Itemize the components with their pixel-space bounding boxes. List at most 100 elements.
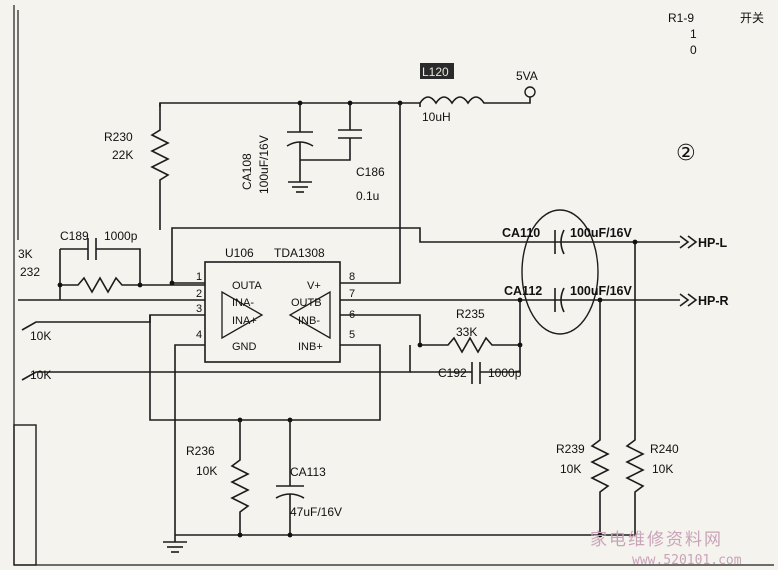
r236-label: R236 (186, 444, 215, 458)
r230-label: R230 (104, 130, 133, 144)
resistor-r240 (625, 242, 645, 535)
c192-value: 1000p (488, 366, 522, 380)
pin5-num: 5 (349, 329, 355, 341)
hpl-label: HP-L (698, 236, 728, 250)
node (237, 532, 243, 538)
top-right-1: 1 (690, 27, 697, 41)
node (417, 342, 423, 348)
pin-inb-minus-label: INB- (298, 315, 320, 327)
pin-outa-label: OUTA (232, 280, 262, 292)
highlight-ellipse (521, 209, 599, 335)
top-right-mark: R1-9 (668, 11, 694, 25)
u106-label: U106 (225, 246, 254, 260)
pin8-num: 8 (349, 271, 355, 283)
ca110-value: 100uF/16V (570, 226, 633, 240)
left-10k-a: 10K (30, 329, 51, 343)
hpr-arrow-1 (679, 293, 690, 307)
node (632, 239, 638, 245)
node (287, 532, 293, 538)
ca112-plate-right (560, 287, 565, 313)
ca108-label: CA108 (240, 153, 254, 190)
ic-u106 (204, 261, 341, 363)
r235-value: 33K (456, 325, 477, 339)
watermark-url: www.520101.com (632, 553, 742, 568)
left-10k-b: 10K (30, 368, 51, 382)
vin-label: 5VA (516, 69, 538, 83)
r236-value: 10K (196, 464, 217, 478)
ca113-label: CA113 (290, 465, 326, 479)
left-232-label: 232 (20, 265, 40, 279)
inductor-l120 (419, 96, 531, 105)
hpl-arrow-1 (679, 235, 690, 249)
c192-right-wire (480, 345, 521, 373)
ca113-value: 47uF/16V (290, 505, 342, 519)
supply-rail (159, 102, 420, 107)
ca110-plate-right (560, 229, 565, 255)
node (597, 532, 603, 538)
pin-gnd-label: GND (232, 341, 257, 353)
pin-inb-plus-label: INB+ (298, 341, 323, 353)
r239-value: 10K (560, 462, 581, 476)
r230-value: 22K (112, 148, 133, 162)
pin-ina-minus-label: INA- (232, 297, 254, 309)
circle-number: ② (676, 141, 696, 166)
left-3k-label: 3K (18, 247, 33, 261)
c186-label: C186 (356, 165, 385, 179)
hpl-arrow-2 (687, 235, 698, 249)
hpr-arrow-2 (687, 293, 698, 307)
r240-label: R240 (650, 442, 679, 456)
resistor-r230 (150, 103, 170, 230)
pin4-gnd-wire (174, 344, 205, 535)
opamp-b (288, 290, 331, 340)
c192-label: C192 (438, 366, 467, 380)
vin-terminal (524, 86, 536, 98)
bias-loop (149, 315, 381, 421)
pin7-num: 7 (349, 288, 355, 300)
node (57, 282, 63, 288)
pin6-wire (340, 314, 421, 345)
watermark-cn: 家电维修资料网 (590, 530, 723, 550)
c189-value: 1000p (104, 229, 138, 243)
pin-vplus-label: V+ (307, 280, 321, 292)
resistor-r239 (590, 300, 610, 535)
pin3-input-wire (21, 314, 205, 331)
pin-ina-plus-label: INA+ (232, 315, 257, 327)
ca108-value: 100uF/16V (257, 135, 271, 194)
l120-label-box (420, 63, 454, 79)
ca112-label: CA112 (504, 284, 542, 298)
c189-right-wire (96, 248, 141, 285)
pin-outb-label: OUTB (291, 297, 322, 309)
ca110-label: CA110 (502, 226, 540, 240)
node (169, 280, 175, 286)
ca112-value: 100uF/16V (570, 284, 633, 298)
pin2-num: 2 (196, 288, 202, 300)
node (517, 297, 523, 303)
resistor-r236 (230, 420, 250, 535)
c186-bottom-wire (300, 138, 351, 161)
node (137, 282, 143, 288)
c186-value: 0.1u (356, 189, 379, 203)
c189-label: C189 (60, 229, 89, 243)
node (347, 100, 353, 106)
node (597, 297, 603, 303)
r235-label: R235 (456, 307, 485, 321)
resistor-r235 (420, 300, 521, 354)
opamp-a (221, 290, 264, 340)
r240-value: 10K (652, 462, 673, 476)
l120-label: L120 (422, 65, 449, 79)
tda-label: TDA1308 (274, 246, 325, 260)
l120-value: 10uH (422, 110, 451, 124)
lower-input-wire (21, 345, 411, 381)
r239-label: R239 (556, 442, 585, 456)
outa-output-wire (171, 227, 680, 283)
pin3-num: 3 (196, 303, 202, 315)
pin8-wire (340, 103, 401, 284)
top-right-switch: 开关 (740, 11, 764, 25)
pin1-num: 1 (196, 271, 202, 283)
pin4-num: 4 (196, 329, 202, 341)
feedback-resistor-a (60, 276, 205, 294)
hpr-label: HP-R (698, 294, 729, 308)
left-block (13, 424, 37, 566)
